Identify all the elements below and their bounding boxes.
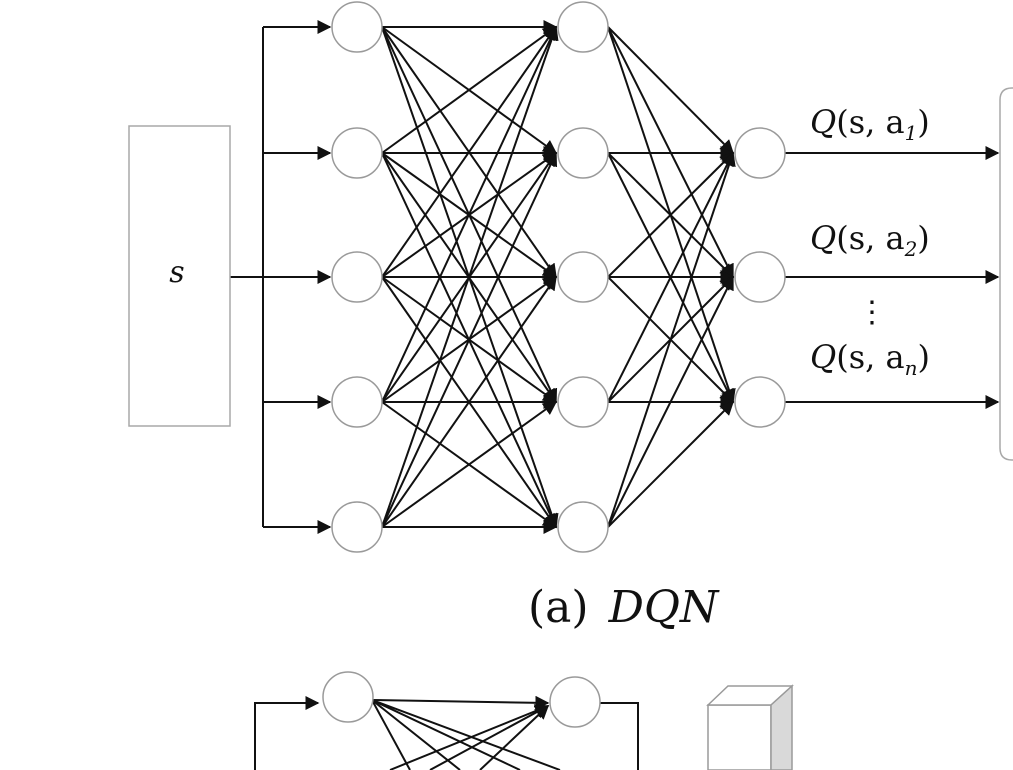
caption: (a) DQN (528, 582, 720, 633)
block-front (707, 704, 772, 770)
edge-h1-4-h2-1 (381, 25, 558, 403)
output-ellipsis: ⋮ (857, 295, 887, 330)
caption-name: DQN (608, 582, 720, 633)
edge-h2-3-out-1 (607, 152, 734, 278)
bottom-edge-b1 (389, 704, 550, 770)
hidden2-node-4 (557, 376, 609, 428)
edge-h2-5-out-1 (607, 151, 736, 528)
output-label-n: Q(s, an) (810, 338, 930, 380)
edge-h1-2-h2-1 (381, 26, 558, 154)
edge-h1-5-h2-2 (381, 151, 558, 528)
second-network-partial (254, 671, 794, 770)
output-node-3 (734, 376, 786, 428)
bottom-edge-a3 (371, 699, 461, 770)
edge-h1-3-h2-1 (381, 25, 557, 278)
output-label-2: Q(s, a2) (810, 219, 930, 261)
output-bracket-box (999, 87, 1013, 461)
hidden2-node-1 (557, 1, 609, 53)
bottom-connections (371, 695, 561, 770)
bottom-edge-b2 (429, 705, 550, 770)
neurons (331, 1, 786, 553)
hidden1-node-2 (331, 127, 383, 179)
output-node-1 (734, 127, 786, 179)
edge-h1-5-h2-4 (381, 401, 558, 528)
hidden2-node-3 (557, 251, 609, 303)
output-label-1: Q(s, a1) (810, 103, 930, 145)
input-state-box (128, 125, 231, 427)
edge-h1-5-h2-1 (381, 25, 559, 528)
input-state-label: s (169, 255, 184, 290)
block-side (770, 684, 793, 770)
hidden1-node-1 (331, 1, 383, 53)
caption-paren: (a) (528, 582, 589, 633)
bottom-node-left (322, 671, 374, 723)
bottom-output-line (600, 702, 639, 770)
edge-h2-1-out-1 (607, 26, 734, 154)
output-node-2 (734, 251, 786, 303)
hidden1-node-3 (331, 251, 383, 303)
edge-h2-5-out-3 (607, 401, 734, 528)
connections (230, 20, 1000, 534)
bottom-node-right (549, 676, 601, 728)
hidden2-node-2 (557, 127, 609, 179)
bottom-input-line (254, 696, 320, 770)
edge-h1-5-h2-3 (381, 275, 557, 528)
bottom-edge-a1 (371, 695, 550, 710)
bottom-edge-a2 (371, 699, 411, 770)
hidden2-node-5 (557, 501, 609, 553)
edge-h2-4-out-1 (607, 151, 734, 403)
bottom-edge-b3 (479, 705, 550, 770)
bottom-edge-a5 (371, 699, 561, 770)
edge-h2-5-out-2 (607, 275, 734, 528)
bottom-edge-a4 (371, 699, 521, 770)
hidden1-node-5 (331, 501, 383, 553)
hidden1-node-4 (331, 376, 383, 428)
